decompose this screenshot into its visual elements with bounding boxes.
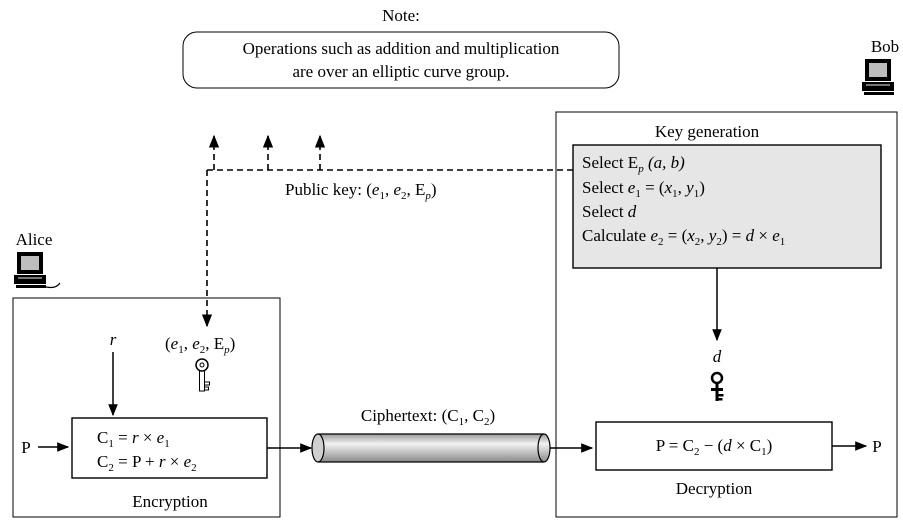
encryption-title: Encryption: [132, 492, 208, 511]
encryption-c2: C2 = P + r × e2: [97, 452, 197, 474]
keygen-line-3: Select d: [582, 202, 637, 221]
encryption-c1: C1 = r × e1: [97, 428, 170, 450]
ciphertext-channel: [311, 433, 551, 463]
bob-box: [555, 111, 898, 518]
keygen-line-2: Select e1 = (x1, y1): [582, 178, 705, 200]
computer-icon: [862, 59, 894, 95]
public-key-label: Public key: (e1, e2, Ep): [285, 180, 437, 202]
alice-public-key: (e1, e2, Ep): [165, 334, 235, 356]
key-icon: [195, 358, 210, 392]
decryption-formula: P = C2 − (d × C1): [656, 436, 773, 458]
plaintext-input: P: [21, 438, 30, 457]
plaintext-output: P: [872, 437, 881, 456]
keygen-line-1: Select Ep (a, b): [582, 153, 685, 175]
encryption-box: [71, 417, 268, 479]
note-line-1: Operations such as addition and multipli…: [243, 39, 560, 58]
key-icon: [710, 371, 724, 401]
random-r-label: r: [110, 330, 117, 349]
keygen-line-4: Calculate e2 = (x2, y2) = d × e1: [582, 226, 785, 248]
decryption-box: [595, 421, 833, 471]
bob-label: Bob: [871, 37, 899, 56]
decryption-title: Decryption: [676, 479, 753, 498]
alice-box: [12, 297, 281, 518]
key-generation-title: Key generation: [655, 122, 760, 141]
note-line-2: are over an elliptic curve group.: [292, 62, 509, 81]
key-generation-box: [572, 144, 882, 269]
private-key-d-label: d: [713, 347, 722, 366]
ciphertext-label: Ciphertext: (C1, C2): [361, 406, 495, 428]
public-key-distribution: [201, 134, 573, 328]
alice-label: Alice: [16, 230, 53, 249]
computer-icon: [14, 252, 61, 289]
note-box: [182, 31, 620, 89]
note-title: Note:: [382, 6, 420, 25]
